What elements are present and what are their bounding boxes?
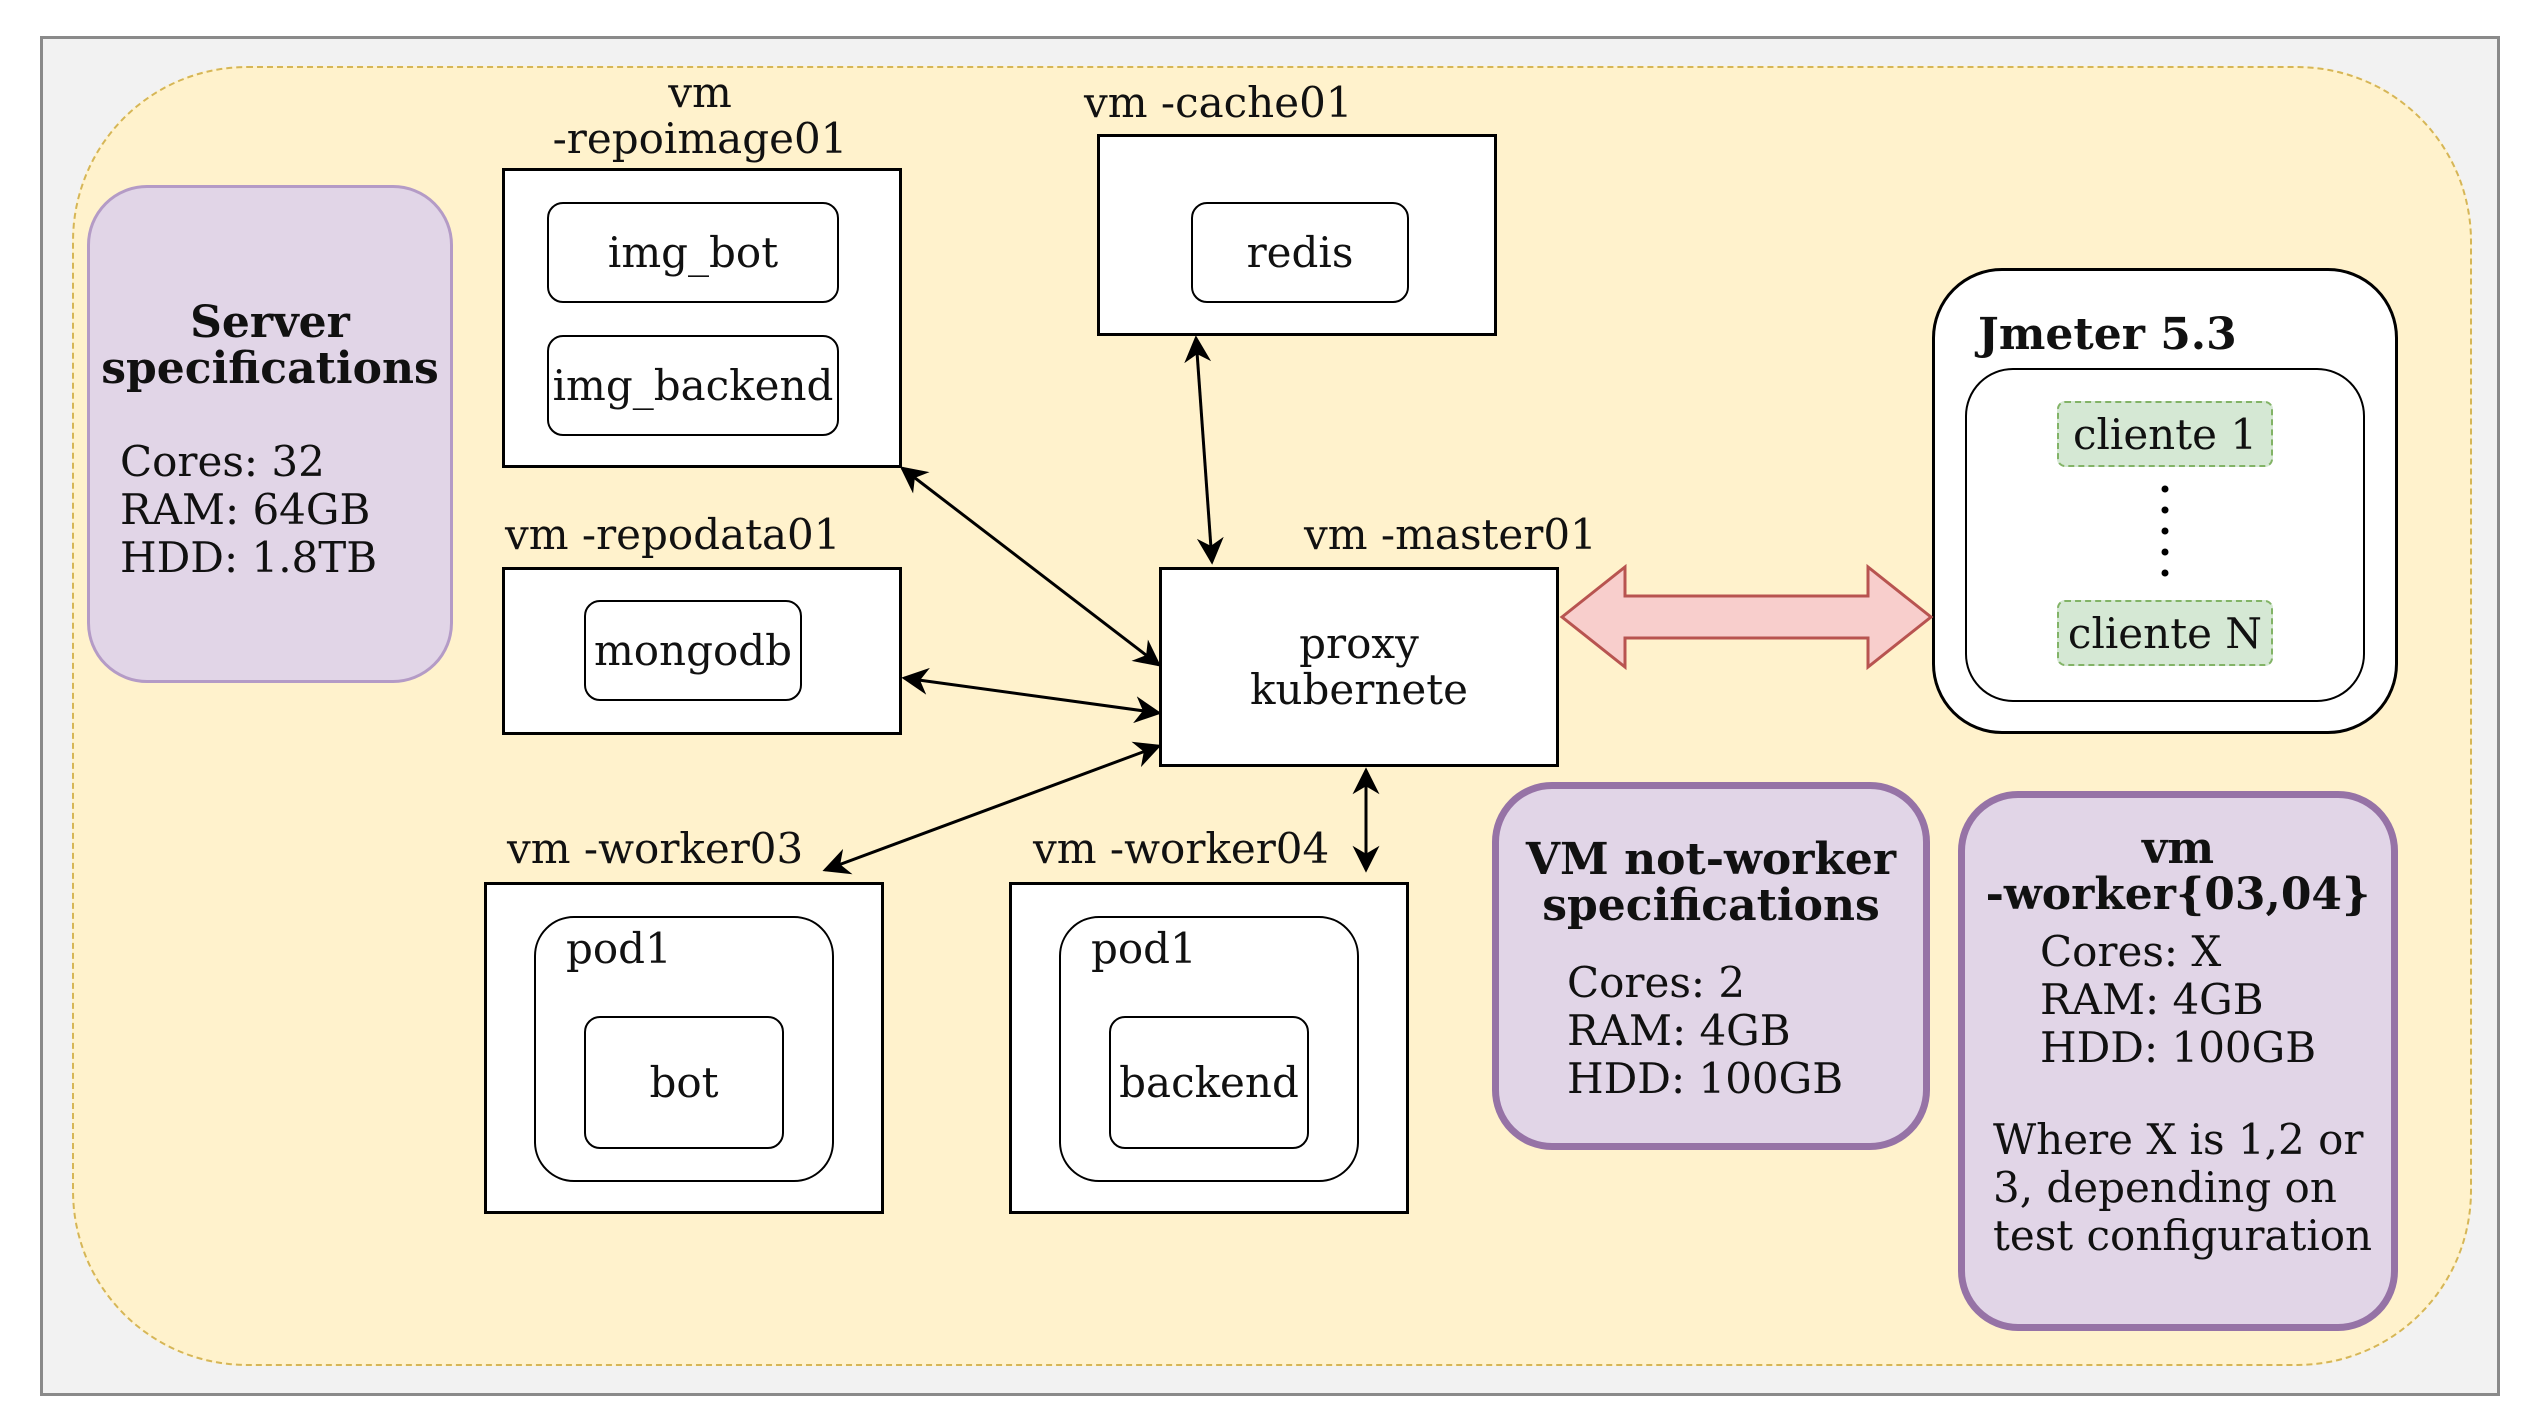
not-worker-spec-title: VM not-worker specifications [1525, 834, 1897, 931]
bot-box: bot [584, 1016, 784, 1149]
not-worker-cores: Cores: 2 [1567, 958, 1746, 1007]
worker-spec-title: vm -worker{03,04} [1985, 823, 2371, 920]
master-text: proxy kubernete [1250, 619, 1468, 714]
redis-box: redis [1191, 202, 1409, 303]
server-spec-box: Server specifications Cores: 32 RAM: 64G… [87, 185, 453, 683]
img-bot-box: img_bot [547, 202, 839, 303]
worker04-pod-label: pod1 [1091, 924, 1197, 973]
not-worker-hdd: HDD: 100GB [1567, 1054, 1844, 1103]
not-worker-ram: RAM: 4GB [1567, 1006, 1791, 1055]
img-backend-box: img_backend [547, 335, 839, 436]
worker-cores: Cores: X [2040, 927, 2222, 976]
worker04-label: vm -worker04 [1033, 824, 1330, 873]
jmeter-title: Jmeter 5.3 [1978, 309, 2237, 360]
worker03-pod-label: pod1 [566, 924, 672, 973]
server-cores: Cores: 32 [120, 437, 325, 486]
backend-box: backend [1109, 1016, 1309, 1149]
vm-master01: proxy kubernete [1159, 567, 1559, 767]
server-spec-title: Server specifications [101, 297, 439, 394]
client-last: cliente N [2057, 600, 2273, 666]
cache-label: vm -cache01 [1084, 78, 1353, 127]
not-worker-spec-values: Cores: 2 RAM: 4GB HDD: 100GB [1567, 959, 1923, 1103]
repoimage-label: vm -repoimage01 [552, 68, 848, 163]
client-first: cliente 1 [2057, 401, 2273, 467]
worker-hdd: HDD: 100GB [2040, 1023, 2317, 1072]
master-label: vm -master01 [1304, 510, 1597, 559]
worker-ram: RAM: 4GB [2040, 975, 2264, 1024]
mongodb-box: mongodb [584, 600, 802, 701]
worker-spec-values: Cores: X RAM: 4GB HDD: 100GB [2040, 928, 2391, 1072]
server-hdd: HDD: 1.8TB [120, 533, 378, 582]
server-ram: RAM: 64GB [120, 485, 371, 534]
repodata-label: vm -repodata01 [505, 510, 841, 559]
worker03-label: vm -worker03 [507, 824, 804, 873]
worker-spec-box: vm -worker{03,04} Cores: X RAM: 4GB HDD:… [1958, 791, 2398, 1331]
server-spec-values: Cores: 32 RAM: 64GB HDD: 1.8TB [120, 438, 450, 582]
not-worker-spec-box: VM not-worker specifications Cores: 2 RA… [1492, 782, 1930, 1150]
worker-spec-note: Where X is 1,2 or 3, depending on test c… [1993, 1115, 2373, 1260]
